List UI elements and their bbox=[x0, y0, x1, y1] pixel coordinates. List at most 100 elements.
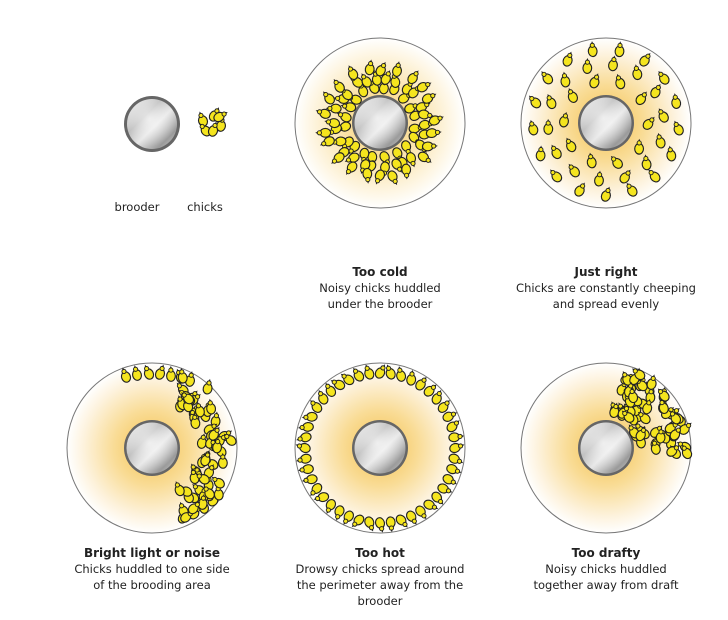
chicks-too-cold bbox=[315, 59, 444, 186]
chick-icon bbox=[608, 55, 618, 72]
legend-brooder-label: brooder bbox=[114, 200, 160, 214]
caption-title: Bright light or noise bbox=[83, 546, 221, 560]
chick-icon bbox=[648, 169, 661, 183]
caption-description: Chicks are constantly cheeping and sprea… bbox=[516, 281, 696, 311]
chick-icon bbox=[181, 392, 195, 405]
chick-icon bbox=[203, 485, 215, 500]
chick-icon bbox=[207, 121, 219, 137]
chick-icon bbox=[301, 411, 318, 422]
chick-icon bbox=[666, 145, 677, 162]
caption-title: Too drafty bbox=[571, 546, 641, 560]
chick-icon bbox=[448, 432, 465, 443]
chick-icon bbox=[551, 144, 562, 160]
chick-icon bbox=[407, 70, 419, 85]
chick-icon bbox=[296, 432, 312, 443]
chick-icon bbox=[223, 433, 237, 446]
chick-icon bbox=[401, 140, 412, 156]
chick-icon bbox=[324, 118, 341, 129]
chicks-too-hot bbox=[295, 364, 465, 533]
caption-too-drafty: Too drafty Noisy chicks huddled together… bbox=[516, 545, 696, 593]
legend-brooder bbox=[124, 96, 180, 152]
chick-icon bbox=[347, 65, 359, 81]
chick-icon bbox=[395, 514, 408, 528]
chick-icon bbox=[405, 510, 417, 525]
chick-icon bbox=[421, 93, 437, 104]
chick-icon bbox=[528, 95, 542, 109]
chick-icon bbox=[310, 483, 323, 496]
chick-icon bbox=[431, 491, 444, 505]
chick-icon bbox=[615, 73, 626, 90]
chick-icon bbox=[650, 83, 661, 99]
chick-icon bbox=[666, 445, 680, 457]
chick-icon bbox=[301, 474, 318, 485]
chick-icon bbox=[448, 453, 464, 464]
chick-icon bbox=[610, 155, 623, 169]
caption-description: Drowsy chicks spread around the perimete… bbox=[295, 562, 465, 608]
chick-icon bbox=[669, 426, 681, 441]
chick-icon bbox=[315, 108, 331, 119]
caption-description: Noisy chicks huddled under the brooder bbox=[319, 281, 441, 311]
caption-too-hot: Too hot Drowsy chicks spread around the … bbox=[290, 545, 470, 609]
chick-icon bbox=[449, 442, 465, 454]
chick-icon bbox=[387, 170, 398, 186]
chick-icon bbox=[362, 167, 373, 184]
chick-icon bbox=[655, 427, 666, 444]
chick-icon bbox=[380, 70, 391, 85]
chick-icon bbox=[628, 424, 640, 439]
chick-icon bbox=[187, 501, 201, 515]
chick-icon bbox=[669, 410, 682, 425]
chick-icon bbox=[594, 170, 604, 187]
chick-icon bbox=[558, 111, 570, 128]
chick-icon bbox=[364, 364, 375, 380]
chick-icon bbox=[428, 115, 444, 126]
chick-icon bbox=[567, 88, 579, 103]
chick-icon bbox=[331, 152, 345, 164]
brooder-icon bbox=[352, 95, 408, 151]
chick-icon bbox=[541, 71, 554, 85]
chick-icon bbox=[632, 368, 646, 381]
chick-icon bbox=[446, 420, 460, 433]
chick-icon bbox=[586, 152, 597, 169]
chick-icon bbox=[194, 401, 205, 418]
chick-icon bbox=[560, 71, 571, 88]
chick-icon bbox=[343, 510, 355, 525]
chick-icon bbox=[297, 421, 314, 432]
brooder-icon bbox=[578, 420, 634, 476]
chick-icon bbox=[405, 152, 417, 168]
chick-icon bbox=[213, 111, 228, 123]
chick-icon bbox=[635, 426, 647, 442]
chick-icon bbox=[374, 169, 385, 185]
chick-icon bbox=[658, 108, 669, 123]
chick-icon bbox=[415, 505, 427, 520]
chick-icon bbox=[211, 476, 225, 489]
chick-icon bbox=[313, 492, 330, 503]
chick-icon bbox=[657, 388, 670, 402]
chick-icon bbox=[406, 369, 417, 386]
chick-icon bbox=[318, 389, 329, 405]
legend-chicks bbox=[197, 107, 228, 137]
chick-icon bbox=[143, 364, 155, 380]
chick-icon bbox=[425, 128, 442, 139]
chick-icon bbox=[197, 111, 209, 127]
chick-icon bbox=[325, 103, 342, 114]
chick-icon bbox=[385, 364, 396, 380]
chick-icon bbox=[650, 439, 661, 455]
chick-icon bbox=[423, 499, 439, 510]
chick-icon bbox=[336, 112, 352, 123]
chick-icon bbox=[658, 70, 670, 85]
chick-icon bbox=[655, 132, 666, 149]
chick-icon bbox=[565, 137, 577, 153]
chick-icon bbox=[619, 169, 631, 184]
caption-title: Too hot bbox=[355, 546, 405, 560]
chick-icon bbox=[632, 64, 643, 81]
chick-icon bbox=[166, 365, 176, 382]
chick-icon bbox=[417, 151, 432, 163]
chick-icon bbox=[330, 379, 346, 391]
chick-icon bbox=[431, 389, 442, 405]
chick-icon bbox=[295, 442, 311, 454]
caption-title: Just right bbox=[574, 265, 638, 279]
chick-icon bbox=[589, 73, 600, 89]
chick-icon bbox=[212, 437, 223, 454]
chick-icon bbox=[315, 127, 332, 138]
chick-icon bbox=[421, 141, 438, 152]
